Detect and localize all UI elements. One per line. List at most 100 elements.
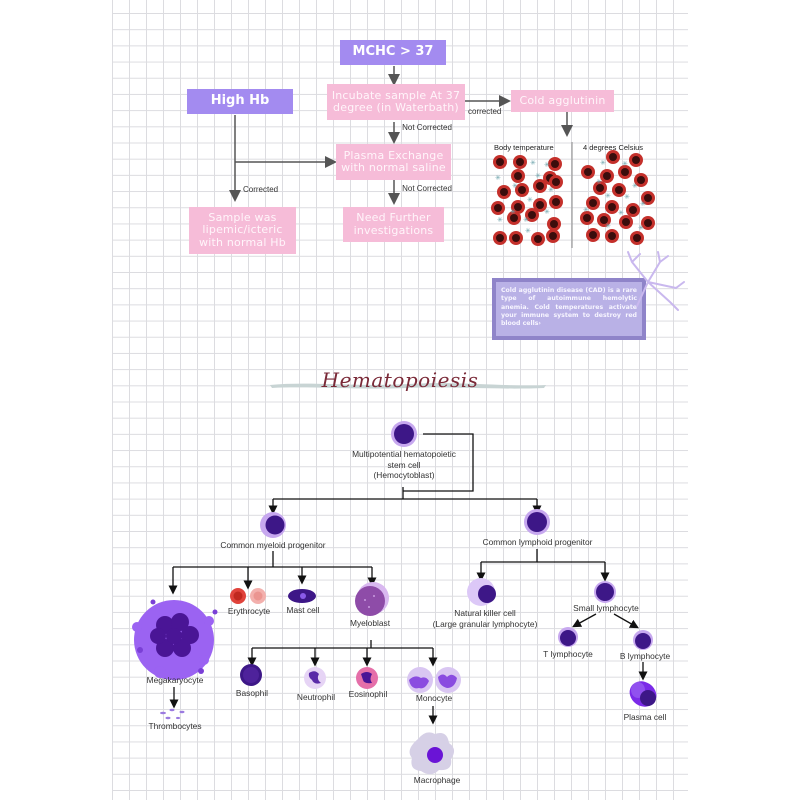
rbc-4deg-17: [605, 229, 619, 243]
antibody-icon: ✳: [638, 224, 644, 232]
rbc-4deg-8: [641, 191, 655, 205]
eosinophil-label: Eosinophil: [348, 689, 388, 699]
rbc-4deg-13: [597, 213, 611, 227]
antibody-icon: ✳: [535, 172, 541, 180]
rbc-4deg-9: [586, 196, 600, 210]
lymphoid-progenitor-label: Common lymphoid progenitor: [482, 537, 593, 547]
t-lymphocyte-label: T lymphocyte: [543, 649, 593, 659]
rbc-body-temp-10: [511, 200, 525, 214]
rbc-4deg-14: [619, 215, 633, 229]
antibody-icon: ✳: [640, 200, 646, 208]
rbc-body-temp-0: [493, 155, 507, 169]
basophil-label: Basophil: [235, 688, 269, 698]
antibody-icon: ✳: [624, 193, 630, 201]
rbc-4deg-6: [593, 181, 607, 195]
antibody-icon: ✳: [622, 160, 628, 168]
antibody-icon: ✳: [544, 208, 550, 216]
four-degrees-label: 4 degrees Celsius: [583, 143, 644, 152]
rbc-4deg-0: [606, 150, 620, 164]
mast-cell-label: Mast cell: [286, 605, 320, 615]
high-hb-box: High Hb: [187, 89, 293, 114]
rbc-4deg-3: [600, 169, 614, 183]
plasma-exchange-box: Plasma Exchange with normal saline: [336, 144, 451, 180]
rbc-body-temp-3: [511, 169, 525, 183]
rbc-body-temp-12: [549, 195, 563, 209]
erythrocyte-label: Erythrocyte: [227, 606, 271, 616]
title-brush-stroke: [270, 383, 546, 389]
antibody-icon: ✳: [600, 159, 606, 167]
megakaryocyte-icon: [132, 599, 218, 680]
rbc-4deg-12: [580, 211, 594, 225]
cad-note-text: Cold agglutinin disease (CAD) is a rare …: [501, 287, 637, 328]
rbc-body-temp-16: [493, 231, 507, 245]
antibody-icon: ✳: [495, 174, 501, 182]
plasma-cell-label: Plasma cell: [623, 712, 667, 722]
antibody-icon: ✳: [527, 196, 533, 204]
rbc-4deg-2: [581, 165, 595, 179]
edge-label-corrected-hb: Corrected: [243, 185, 279, 194]
flowchart-arrows: [229, 66, 573, 205]
stem-cell-icon: [391, 421, 417, 447]
rbc-body-temp-8: [549, 175, 563, 189]
cold-agglutinin-label: Cold agglutinin: [519, 93, 606, 107]
lymphoid-progenitor-icon: [524, 509, 550, 535]
hematopoiesis-title: Hematopoiesis: [321, 368, 479, 392]
antibody-icon: ✳: [632, 182, 638, 190]
rbc-body-temp-9: [491, 201, 505, 215]
incubate-label: Incubate sample At 37 degree (in Waterba…: [331, 88, 461, 114]
high-hb-label: High Hb: [210, 93, 270, 109]
megakaryocyte-label: Megakaryocyte: [146, 675, 204, 685]
basophil-icon: [240, 664, 262, 686]
thrombocytes-icon: [160, 708, 185, 720]
edge-label-not-corrected-2: Not Corrected: [402, 184, 452, 193]
macrophage-icon: [409, 732, 455, 775]
b-lymphocyte-label: B lymphocyte: [619, 651, 671, 661]
rbc-4deg-16: [586, 228, 600, 242]
rbc-4deg-7: [612, 183, 626, 197]
neuron-icon: [627, 251, 685, 311]
mchc-label: MCHC > 37: [352, 44, 434, 60]
monocyte-label: Monocyte: [415, 693, 453, 703]
body-temperature-label: Body temperature: [494, 143, 554, 152]
antibody-icon: ✳: [512, 182, 518, 190]
cold-agglutinin-box: Cold agglutinin: [511, 90, 614, 112]
antibody-icon: ✳: [510, 208, 516, 216]
neutrophil-icon: [304, 667, 326, 689]
rbc-body-temp-7: [533, 179, 547, 193]
sample-lipemic-box: Sample was lipemic/icteric with normal H…: [189, 207, 296, 254]
tree-connectors: [168, 433, 648, 725]
small-lymphocyte-icon: [594, 581, 616, 603]
antibody-icon: ✳: [605, 222, 611, 230]
rbc-4deg-5: [634, 173, 648, 187]
macrophage-label: Macrophage: [413, 775, 461, 785]
cad-note-box: Cold agglutinin disease (CAD) is a rare …: [492, 278, 646, 340]
rbc-4deg-11: [626, 203, 640, 217]
rbc-4deg-1: [629, 153, 643, 167]
t-lymphocyte-icon: [558, 627, 578, 647]
graph-paper-background: [112, 0, 688, 800]
rbc-body-temp-11: [533, 198, 547, 212]
thrombocytes-label: Thrombocytes: [148, 721, 202, 731]
b-lymphocyte-icon: [633, 630, 653, 650]
rbc-4deg-10: [605, 200, 619, 214]
antibody-icon: ✳: [497, 216, 503, 224]
antibody-icon: ✳: [605, 192, 611, 200]
neutrophil-label: Neutrophil: [296, 692, 336, 702]
rbc-body-temp-1: [513, 155, 527, 169]
eosinophil-icon: [356, 667, 378, 689]
rbc-body-temp-5: [497, 185, 511, 199]
antibody-icon: ✳: [544, 161, 550, 169]
antibody-icon: ✳: [530, 159, 536, 167]
nk-cell-icon: [467, 578, 496, 606]
connector-stem-right: [403, 433, 474, 492]
rbc-body-temp-13: [507, 211, 521, 225]
mchc-box: MCHC > 37: [340, 40, 446, 65]
rbc-body-temp-19: [546, 229, 560, 243]
rbc-body-temp-17: [509, 231, 523, 245]
plasma-exchange-label: Plasma Exchange with normal saline: [341, 148, 446, 174]
stem-cell-label: Multipotential hematopoietic stem cell (…: [352, 449, 456, 480]
rbc-body-temp-15: [547, 217, 561, 231]
erythrocyte-icon: [230, 588, 266, 604]
